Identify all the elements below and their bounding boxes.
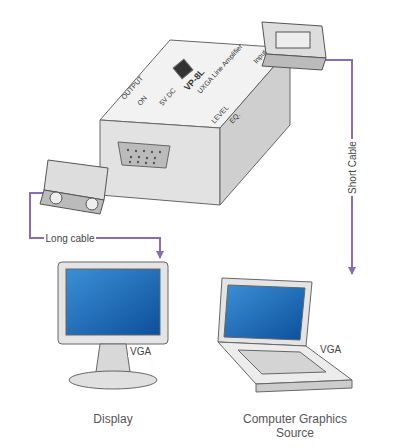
cable: [290, 60, 352, 274]
vga-plug: [40, 160, 108, 214]
device-figure: Display: [40, 258, 186, 426]
vga-plug: [262, 22, 326, 70]
device-node: VP-8LUXGA Line Amplifier5V DCONOUTPUTInp…: [100, 40, 290, 205]
port-label: Input: [252, 48, 268, 64]
cable-label: Short Cable: [347, 139, 358, 196]
laptop: [218, 278, 352, 392]
power-label: 5V DC: [158, 87, 177, 107]
led-label: ON: [136, 94, 148, 106]
product-description: UXGA Line Amplifier: [196, 43, 244, 95]
control-label: LEVEL: [210, 104, 230, 125]
port-label: VGA: [318, 344, 343, 355]
figure-caption: Computer Graphics Source: [230, 412, 360, 440]
figure-caption: Display: [93, 412, 132, 426]
control-label: EQ.: [228, 111, 241, 125]
port-label: VGA: [128, 346, 153, 357]
amplifier-box: [100, 40, 290, 205]
monitor: [58, 262, 168, 389]
cable-label: Long cable: [44, 233, 97, 244]
device-figure: Computer Graphics Source: [200, 274, 390, 440]
